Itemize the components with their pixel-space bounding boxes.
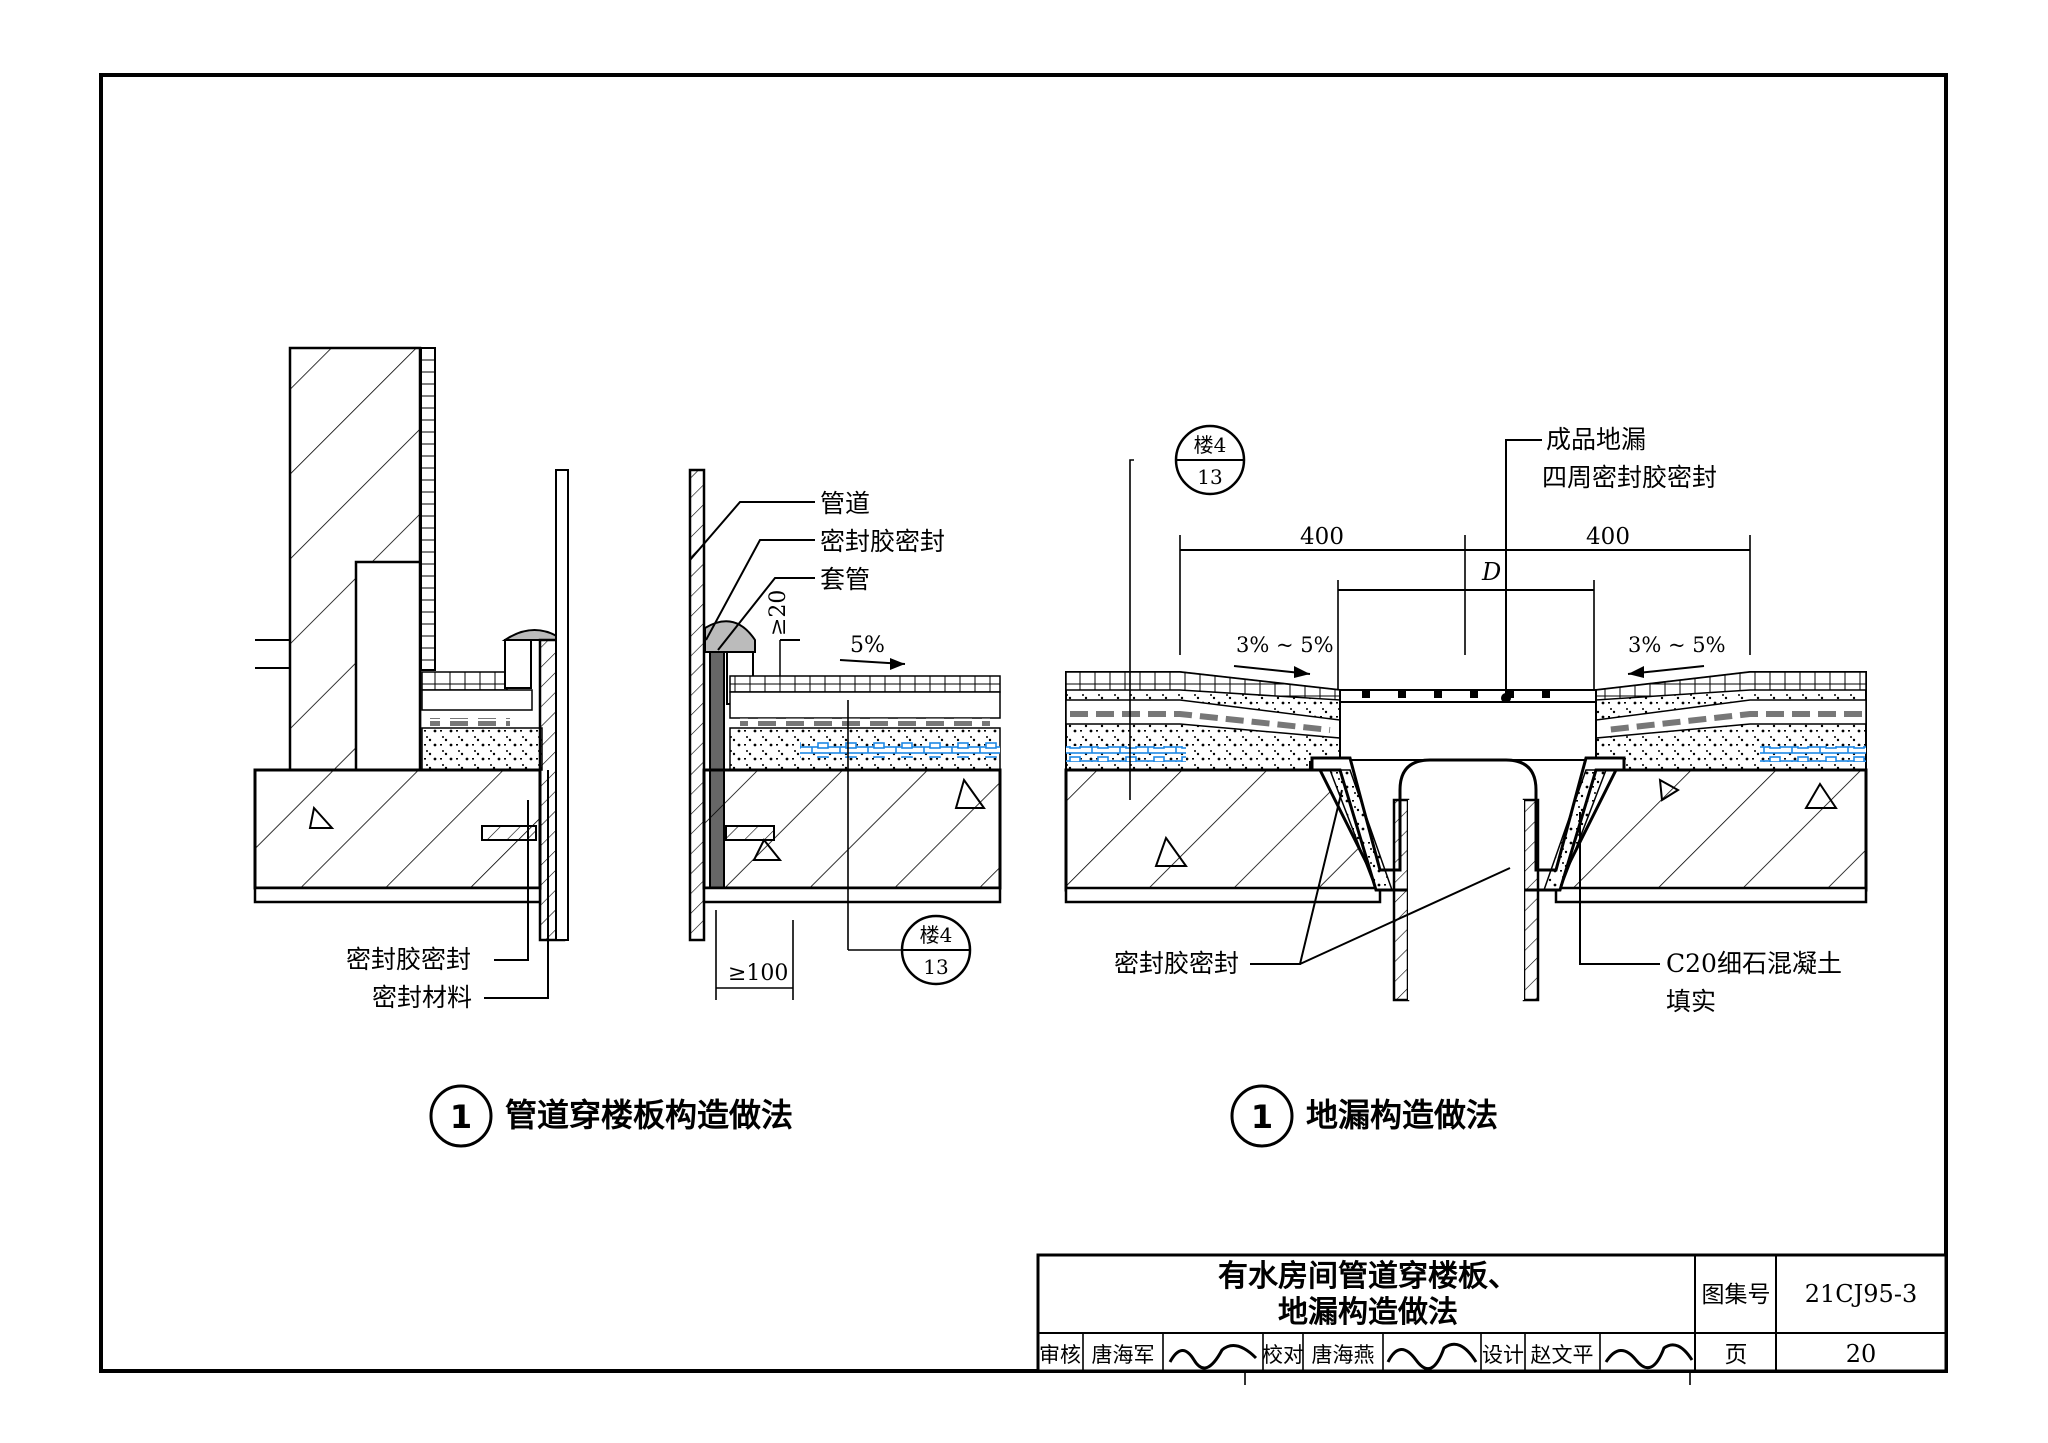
caption-number: 1 xyxy=(450,1098,472,1136)
label-sealant: 密封胶密封 xyxy=(1114,949,1239,978)
label-slope: 5% xyxy=(850,633,885,658)
label-pipe: 管道 xyxy=(820,489,870,518)
label-sealant-top: 密封胶密封 xyxy=(820,527,945,556)
door-frame xyxy=(354,560,422,772)
floor-drain-detail xyxy=(1064,424,1868,1002)
atlas-label: 图集号 xyxy=(1702,1282,1771,1308)
title-line2: 地漏构造做法 xyxy=(1278,1295,1458,1330)
drain-outlet-pipe xyxy=(1392,798,1410,1002)
ref-symbol-top: 楼4 xyxy=(920,923,953,947)
label-sleeve: 套管 xyxy=(820,565,870,594)
signature-checker xyxy=(1386,1342,1478,1371)
label-drain-line1: 成品地漏 xyxy=(1546,425,1646,454)
caption-number-circle xyxy=(429,1084,493,1148)
pipe-through-floor-detail xyxy=(253,346,1002,1000)
dim-diameter: D xyxy=(1481,558,1501,586)
screed-layer xyxy=(421,727,543,771)
title-line1: 有水房间管道穿楼板、 xyxy=(1218,1259,1518,1294)
label-min-distance: ≥100 xyxy=(728,961,788,986)
sheet-border xyxy=(99,73,1948,1373)
caption-pipe-detail: 管道穿楼板构造做法 xyxy=(505,1096,793,1134)
floor-finish-layer xyxy=(421,671,508,691)
label-seal-material: 密封材料 xyxy=(372,983,472,1012)
title-block xyxy=(1036,1253,1948,1385)
check-name: 唐海燕 xyxy=(1312,1343,1375,1367)
caption-drain-detail: 地漏构造做法 xyxy=(1306,1096,1498,1134)
check-label: 校对 xyxy=(1262,1343,1304,1367)
label-drain-line2: 四周密封胶密封 xyxy=(1542,463,1717,492)
insulation-layer xyxy=(800,742,1000,758)
dim-right-400: 400 xyxy=(1586,524,1630,550)
label-concrete-line2: 填实 xyxy=(1666,987,1716,1016)
design-name: 赵文平 xyxy=(1531,1343,1594,1367)
drain-grate xyxy=(1339,689,1597,703)
review-label: 审核 xyxy=(1039,1343,1081,1367)
ref-symbol-top: 楼4 xyxy=(1194,433,1227,457)
signature-designer xyxy=(1604,1343,1694,1370)
atlas-value: 21CJ95-3 xyxy=(1805,1280,1917,1308)
label-slope-left: 3% ~ 5% xyxy=(1236,633,1334,657)
label-slope-right: 3% ~ 5% xyxy=(1628,633,1726,657)
caption-number: 1 xyxy=(1251,1098,1273,1136)
label-concrete-line1: C20细石混凝土 xyxy=(1666,949,1842,978)
caption-number-circle xyxy=(1230,1084,1294,1148)
ref-symbol-bottom: 13 xyxy=(923,955,948,979)
design-label: 设计 xyxy=(1482,1343,1524,1367)
label-sealant-bottom: 密封胶密封 xyxy=(346,945,471,974)
dim-left-400: 400 xyxy=(1300,524,1344,550)
label-upturn: ≥20 xyxy=(766,590,791,636)
page-value: 20 xyxy=(1846,1340,1877,1368)
signature-reviewer xyxy=(1168,1344,1258,1370)
page-label: 页 xyxy=(1725,1342,1748,1368)
ref-symbol-bottom: 13 xyxy=(1197,465,1222,489)
review-name: 唐海军 xyxy=(1092,1343,1155,1367)
